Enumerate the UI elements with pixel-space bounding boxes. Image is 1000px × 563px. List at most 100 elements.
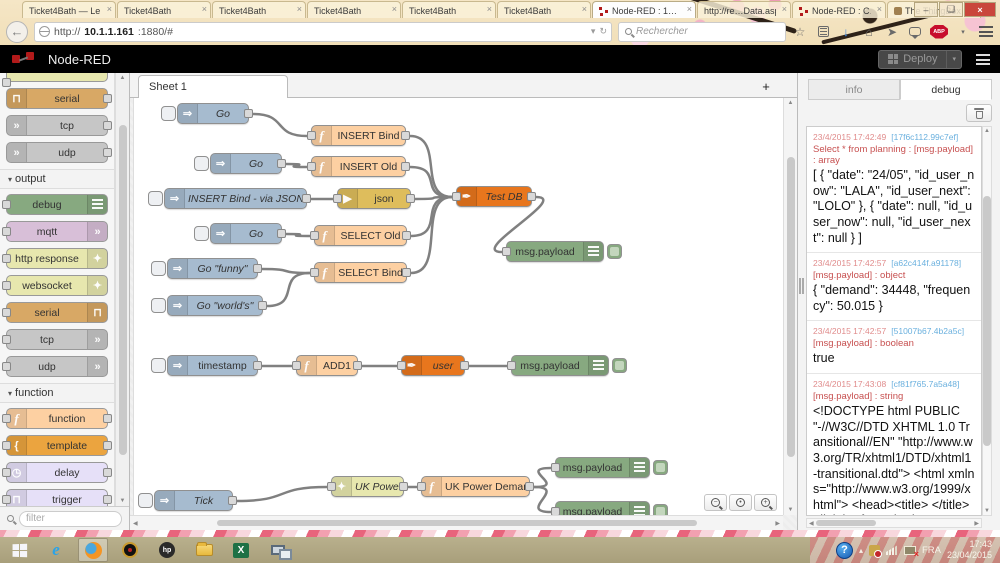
node-input-port[interactable]: [2, 254, 11, 263]
adblock-caret-icon[interactable]: ▾: [961, 28, 965, 36]
browser-tab[interactable]: http://re…Data.aspx×: [697, 1, 791, 18]
wire[interactable]: [409, 195, 454, 275]
flow-node-goJson[interactable]: ⇒INSERT Bind - via JSON: [148, 188, 311, 209]
scroll-up-arrow[interactable]: ▲: [787, 100, 794, 106]
scroll-right-arrow[interactable]: ▶: [775, 520, 780, 527]
palette-node-http response[interactable]: ✦http response: [2, 248, 108, 269]
palette-node-mqtt[interactable]: »mqtt: [2, 221, 108, 242]
inject-button[interactable]: [194, 156, 209, 171]
browser-menu-icon[interactable]: [978, 24, 994, 40]
node-output-port[interactable]: [402, 268, 411, 277]
flow-node-testDb[interactable]: ✒Test DB: [452, 186, 536, 207]
wire[interactable]: [284, 162, 309, 169]
sidebar-vertical-scrollbar[interactable]: ▲ ▼: [982, 126, 992, 516]
palette-scrollbar[interactable]: ▲ ▼: [115, 73, 129, 506]
sidebar-resize-handle[interactable]: [799, 278, 804, 294]
scroll-down-arrow[interactable]: ▼: [119, 498, 126, 504]
inject-button[interactable]: [148, 191, 163, 206]
flow-node-dbg1[interactable]: msg.payload: [502, 241, 622, 262]
scroll-thumb[interactable]: [118, 124, 127, 455]
sidebar-tab-debug[interactable]: debug: [900, 79, 992, 100]
tab-close-icon[interactable]: ×: [686, 4, 692, 14]
node-input-port[interactable]: [307, 162, 316, 171]
node-output-port[interactable]: [253, 361, 262, 370]
signal-strength-icon[interactable]: [885, 545, 898, 555]
scroll-left-arrow[interactable]: ◀: [133, 520, 138, 527]
canvas-vertical-scrollbar[interactable]: ▲ ▼: [783, 98, 797, 515]
node-input-port[interactable]: [397, 361, 406, 370]
palette-node-udp[interactable]: »udp: [2, 356, 108, 377]
url-dropdown-icon[interactable]: ▾: [590, 26, 596, 36]
node-output-port[interactable]: [258, 301, 267, 310]
scroll-down-arrow[interactable]: ▼: [984, 508, 990, 514]
node-input-port[interactable]: [2, 335, 11, 344]
taskbar-explorer-button[interactable]: [189, 538, 219, 562]
scroll-thumb[interactable]: [983, 196, 991, 446]
bookmark-star-icon[interactable]: ☆: [794, 24, 806, 39]
tab-close-icon[interactable]: ×: [581, 4, 587, 14]
node-output-port[interactable]: [103, 468, 112, 477]
node-output-port[interactable]: [527, 192, 536, 201]
inject-button[interactable]: [151, 298, 166, 313]
palette-node-tcp[interactable]: »tcp: [6, 115, 112, 136]
node-output-port[interactable]: [353, 361, 362, 370]
node-output-port[interactable]: [399, 482, 408, 491]
close-button[interactable]: ×: [964, 2, 996, 17]
node-input-port[interactable]: [2, 468, 11, 477]
palette-node-websocket[interactable]: ✦websocket: [2, 275, 108, 296]
palette-node-debug[interactable]: debug: [2, 194, 108, 215]
flow-node-goFunny[interactable]: ⇒Go "funny": [151, 258, 262, 279]
palette-section-function[interactable]: ▾function: [0, 383, 114, 403]
wire[interactable]: [532, 466, 553, 489]
node-input-port[interactable]: [551, 507, 560, 515]
browser-tab[interactable]: Ticket4Bath×: [307, 1, 401, 18]
node-output-port[interactable]: [401, 131, 410, 140]
browser-tab[interactable]: Ticket4Bath×: [117, 1, 211, 18]
taskbar-excel-button[interactable]: X: [226, 538, 256, 562]
browser-tab[interactable]: Node-RED : C…×: [792, 1, 886, 18]
wire[interactable]: [493, 195, 545, 254]
browser-tab[interactable]: Ticket4Bath×: [497, 1, 591, 18]
filter-input[interactable]: filter: [19, 510, 122, 527]
taskbar-media-player-button[interactable]: [115, 538, 145, 562]
node-output-port[interactable]: [253, 264, 262, 273]
flow-node-json[interactable]: ▶json: [333, 188, 415, 209]
search-input[interactable]: Rechercher: [618, 21, 786, 42]
debug-toggle-button[interactable]: [612, 358, 627, 373]
back-button[interactable]: ←: [6, 20, 28, 43]
node-input-port[interactable]: [507, 361, 516, 370]
tab-close-icon[interactable]: ×: [106, 4, 112, 14]
node-output-port[interactable]: [228, 496, 237, 505]
flow-node-go1[interactable]: ⇒Go: [161, 103, 253, 124]
restore-button[interactable]: ❏: [939, 2, 963, 17]
node-input-port[interactable]: [502, 247, 511, 256]
sidebar-horizontal-scrollbar[interactable]: ◀ ▶: [806, 518, 982, 528]
taskbar-start-button[interactable]: [4, 538, 34, 562]
wire[interactable]: [251, 112, 309, 138]
scroll-down-arrow[interactable]: ▼: [787, 507, 794, 513]
deploy-button[interactable]: Deploy ▾: [878, 49, 962, 69]
tab-close-icon[interactable]: ×: [391, 4, 397, 14]
palette-node-udp[interactable]: »udp: [6, 142, 112, 163]
palette-node-template[interactable]: {template: [2, 435, 112, 456]
node-input-port[interactable]: [2, 362, 11, 371]
palette-node-serial[interactable]: ⊓serial: [6, 88, 112, 109]
zoom-in-button[interactable]: +: [754, 494, 777, 511]
flow-node-go3[interactable]: ⇒Go: [194, 223, 286, 244]
node-input-port[interactable]: [2, 200, 11, 209]
flow-node-go2[interactable]: ⇒Go: [194, 153, 286, 174]
node-output-port[interactable]: [103, 148, 112, 157]
palette-section-output[interactable]: ▾output: [0, 169, 114, 189]
downloads-icon[interactable]: ↓: [843, 24, 849, 39]
flow-node-ukPower[interactable]: ✦UK Power: [327, 476, 408, 497]
zoom-out-button[interactable]: −: [704, 494, 727, 511]
node-output-port[interactable]: [406, 194, 415, 203]
node-input-port[interactable]: [327, 482, 336, 491]
node-input-port[interactable]: [452, 192, 461, 201]
tray-expand-icon[interactable]: ▴: [858, 545, 863, 555]
